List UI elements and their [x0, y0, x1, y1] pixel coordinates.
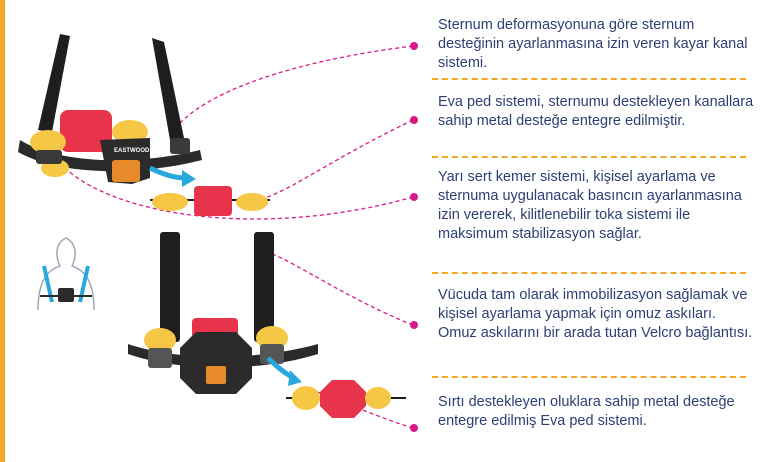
separator-3 — [432, 272, 746, 274]
brace-back-view — [128, 232, 406, 418]
brace-front-view: EASTWOOD — [18, 34, 270, 216]
feature-text-1: Sternum deformasyonuna göre sternum dest… — [438, 17, 748, 71]
brace-brand-label: EASTWOOD — [114, 148, 150, 154]
connector-dot-2 — [410, 116, 418, 124]
feature-text-4: Vücuda tam olarak immobilizasyon sağlama… — [438, 287, 753, 341]
feature-text-5: Sırtı destekleyen oluklara sahip metal d… — [438, 394, 735, 429]
connector-dot-1 — [410, 42, 418, 50]
separator-1 — [432, 78, 746, 80]
feature-text-2: Eva ped sistemi, sternumu destekleyen ka… — [438, 94, 754, 129]
connector-dot-5 — [410, 424, 418, 432]
connector-line-1 — [169, 45, 414, 136]
body-outline-icon — [37, 237, 95, 311]
separator-2 — [432, 156, 746, 158]
connector-dot-3 — [410, 193, 418, 201]
separator-4 — [432, 376, 746, 378]
left-accent-bar — [0, 0, 5, 462]
connector-dot-4 — [410, 321, 418, 329]
feature-text-3: Yarı sert kemer sistemi, kişisel ayarlam… — [438, 169, 742, 242]
connector-line-4 — [269, 252, 414, 326]
connector-line-2 — [264, 119, 414, 199]
